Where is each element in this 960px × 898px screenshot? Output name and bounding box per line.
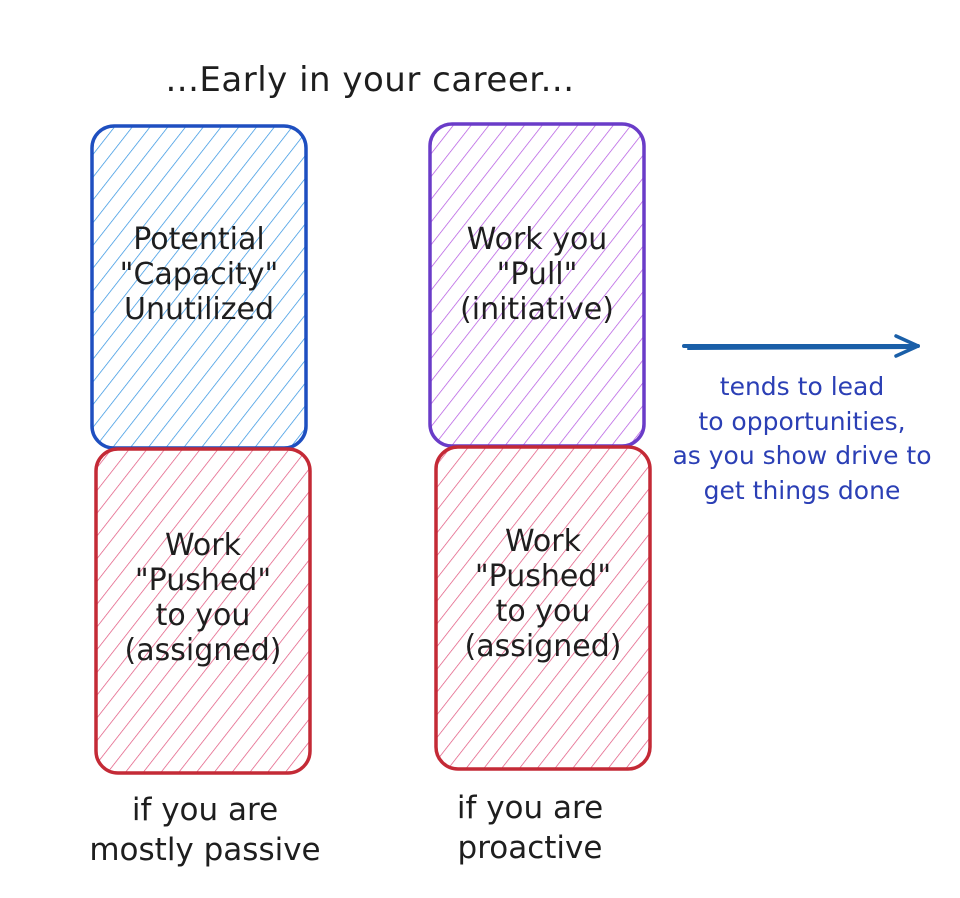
opportunity-arrow [682,334,920,358]
pushed-work-proactive-box [434,445,652,771]
proactive-caption: if you are proactive [456,790,604,867]
pushed-work-passive-box [94,447,312,775]
pull-work-label: Work you "Pull" (initiative) [460,222,614,328]
pushed-work-proactive-label: Work "Pushed" to you (assigned) [464,524,622,665]
passive-caption: if you are mostly passive [89,792,321,869]
diagram-title: ...Early in your career... [165,60,575,100]
opportunity-note: tends to lead to opportunities, as you s… [672,372,932,505]
potential-capacity-label: Potential "Capacity" Unutilized [119,222,279,328]
arrow-head [894,334,920,358]
pushed-work-passive-label: Work "Pushed" to you (assigned) [124,528,282,669]
arrow-shaft-sketch [687,347,915,350]
